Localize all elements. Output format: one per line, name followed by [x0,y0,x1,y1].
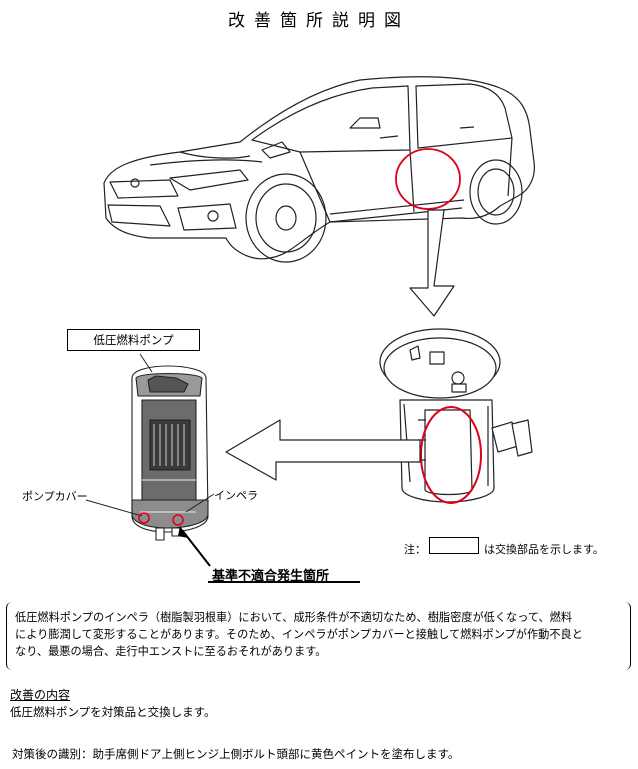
defect-location-label: 基準不適合発生箇所 [212,569,330,584]
pump-label-box: 低圧燃料ポンプ [67,329,200,351]
identification-text: 対策後の識別：助手席側ドア上側ヒンジ上側ボルト頭部に黄色ペイントを塗布します。 [12,747,460,761]
pump-cover-highlight [138,512,150,524]
page-title: 改善箇所説明図 [228,11,410,31]
module-highlight-circle [420,406,482,504]
impeller-highlight [172,514,184,526]
legend-prefix: 注： [404,543,426,556]
description-box: 低圧燃料ポンプのインペラ（樹脂製羽根車）において、成形条件が不適切なため、樹脂密… [6,602,631,670]
remedy-title: 改善の内容 [10,688,71,702]
description-line: 低圧燃料ポンプのインペラ（樹脂製羽根車）において、成形条件が不適切なため、樹脂密… [15,611,573,624]
car-highlight-circle [395,148,461,210]
pump-cover-label: ポンプカバー [22,490,88,503]
low-pressure-fuel-pump [131,365,209,541]
description-line: により膨潤して変形することがあります。そのため、インペラがポンプカバーと接触して… [15,628,583,641]
car-illustration [103,76,535,263]
left-arrow [225,419,421,481]
impeller-label: インペラ [214,489,258,502]
defect-arrow [181,529,211,567]
remedy-text: 低圧燃料ポンプを対策品と交換します。 [10,705,216,719]
legend-box [429,537,479,554]
down-arrow [409,209,455,317]
pointer-lines [85,353,215,517]
fuel-pump-module [379,328,533,503]
legend-suffix: は交換部品を示します。 [484,543,604,556]
description-line: なり、最悪の場合、走行中エンストに至るおそれがあります。 [15,645,327,658]
